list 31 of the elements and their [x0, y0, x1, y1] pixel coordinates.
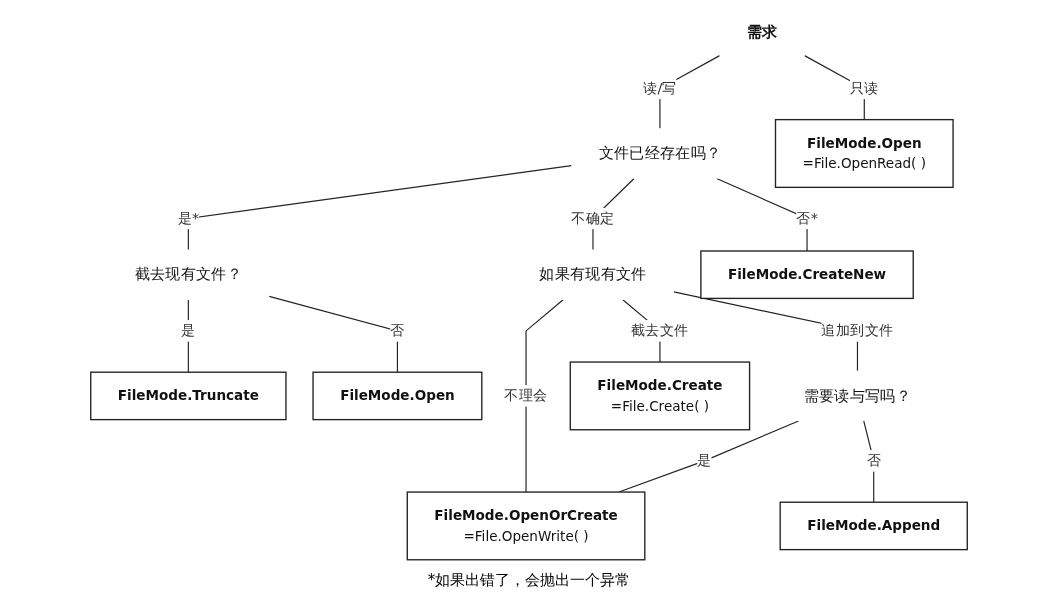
edge-label: 是	[181, 321, 196, 340]
edge-label: 否*	[796, 209, 818, 227]
connector	[525, 299, 564, 493]
node-box: FileMode.Open	[312, 371, 483, 421]
connector	[863, 420, 875, 503]
edge-label: 只读	[849, 79, 879, 97]
node-text: 需要读与写吗？	[803, 386, 912, 405]
edge-label: 是	[697, 451, 712, 470]
edge-label: 是*	[177, 209, 200, 227]
node-box: FileMode.Open =File.OpenRead( )	[774, 118, 954, 188]
footnote: *如果出错了，会抛出一个异常	[427, 571, 631, 590]
node-text: 文件已经存在吗？	[598, 143, 722, 162]
node-text: 如果有现有文件	[539, 264, 647, 284]
edge-label: 读/写	[643, 79, 677, 97]
node-box: FileMode.OpenOrCreate =File.OpenWrite( )	[406, 491, 646, 561]
connector	[268, 295, 398, 373]
edge-label: 截去文件	[631, 321, 689, 340]
edge-label: 不确定	[571, 209, 615, 227]
node-text: 需求	[746, 22, 778, 41]
node-box: FileMode.Truncate	[90, 371, 287, 421]
edge-label: 否	[390, 321, 405, 340]
connector	[618, 420, 800, 493]
edge-label: 否	[866, 451, 881, 470]
node-box: FileMode.Create =File.Create( )	[569, 361, 751, 431]
connector	[187, 165, 573, 251]
node-box: FileMode.CreateNew	[700, 250, 914, 300]
edge-label: 追加到文件	[821, 321, 894, 340]
node-text: 截去现有文件？	[134, 264, 243, 284]
node-box: FileMode.Append	[779, 501, 968, 551]
connector	[716, 177, 808, 252]
edge-label: 不理会	[504, 386, 548, 405]
